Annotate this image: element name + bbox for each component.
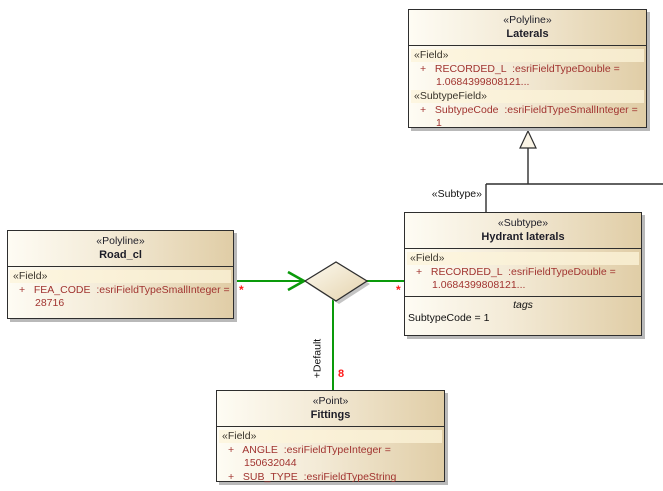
laterals-subtypefield-row: + SubtypeCode :esriFieldTypeSmallInteger… <box>420 104 641 129</box>
laterals-attributes: «Field» + RECORDED_L :esriFieldTypeDoubl… <box>409 46 646 132</box>
hydrant-multiplicity-label: * <box>396 283 401 297</box>
laterals-field-row: + RECORDED_L :esriFieldTypeDouble = 1.06… <box>420 63 620 88</box>
road-attributes: «Field» + FEA_CODE :esriFieldTypeSmallIn… <box>8 267 233 312</box>
fittings-stereotype: «Point» <box>312 395 349 407</box>
hydrant-tags: tags SubtypeCode = 1 <box>405 296 641 327</box>
class-fittings-title: «Point» Fittings <box>217 391 444 427</box>
class-laterals-title: «Polyline» Laterals <box>409 10 646 46</box>
hydrant-field-row: + RECORDED_L :esriFieldTypeDouble = 1.06… <box>416 266 616 291</box>
fittings-name: Fittings <box>310 409 351 421</box>
association-road-to-diamond[interactable] <box>235 270 307 292</box>
laterals-field-header: «Field» <box>411 49 644 62</box>
fittings-role-label: +Default <box>311 338 324 379</box>
laterals-name: Laterals <box>506 28 549 40</box>
fittings-attributes: «Field» + ANGLE :esriFieldTypeInteger = … <box>217 427 444 486</box>
open-arrowhead-icon <box>287 270 307 292</box>
fittings-field-header: «Field» <box>219 430 442 443</box>
class-road-cl-title: «Polyline» Road_cl <box>8 231 233 267</box>
class-fittings[interactable]: «Point» Fittings «Field» + ANGLE :esriFi… <box>216 390 445 483</box>
class-hydrant-laterals-title: «Subtype» Hydrant laterals <box>405 213 641 249</box>
class-laterals[interactable]: «Polyline» Laterals «Field» + RECORDED_L… <box>408 9 647 129</box>
fittings-subtype-row: + SUB_TYPE :esriFieldTypeString <box>228 471 397 483</box>
hydrant-tags-title: tags <box>513 299 533 311</box>
road-multiplicity-label: * <box>239 283 244 297</box>
hydrant-attributes: «Field» + RECORDED_L :esriFieldTypeDoubl… <box>405 249 641 296</box>
class-road-cl[interactable]: «Polyline» Road_cl «Field» + FEA_CODE :e… <box>7 230 234 319</box>
hydrant-field-header: «Field» <box>407 252 639 265</box>
laterals-subtypefield-header: «SubtypeField» <box>411 90 644 103</box>
road-field-header: «Field» <box>10 270 231 283</box>
hydrant-stereotype: «Subtype» <box>497 217 549 229</box>
generalization-connector[interactable] <box>485 129 663 212</box>
road-field-row: + FEA_CODE :esriFieldTypeSmallInteger = … <box>19 284 230 309</box>
laterals-stereotype: «Polyline» <box>503 14 552 26</box>
generalization-subtype-label: «Subtype» <box>431 188 482 200</box>
fittings-multiplicity-label: 8 <box>338 368 345 380</box>
road-name: Road_cl <box>99 249 142 261</box>
class-hydrant-laterals[interactable]: «Subtype» Hydrant laterals «Field» + REC… <box>404 212 642 336</box>
hydrant-name: Hydrant laterals <box>481 231 565 243</box>
relationship-diamond[interactable] <box>303 261 370 304</box>
hydrant-tags-row: SubtypeCode = 1 <box>408 312 490 324</box>
fittings-angle-row: + ANGLE :esriFieldTypeInteger = 15063204… <box>228 444 394 469</box>
road-stereotype: «Polyline» <box>96 235 145 247</box>
generalization-triangle-icon <box>519 129 537 149</box>
